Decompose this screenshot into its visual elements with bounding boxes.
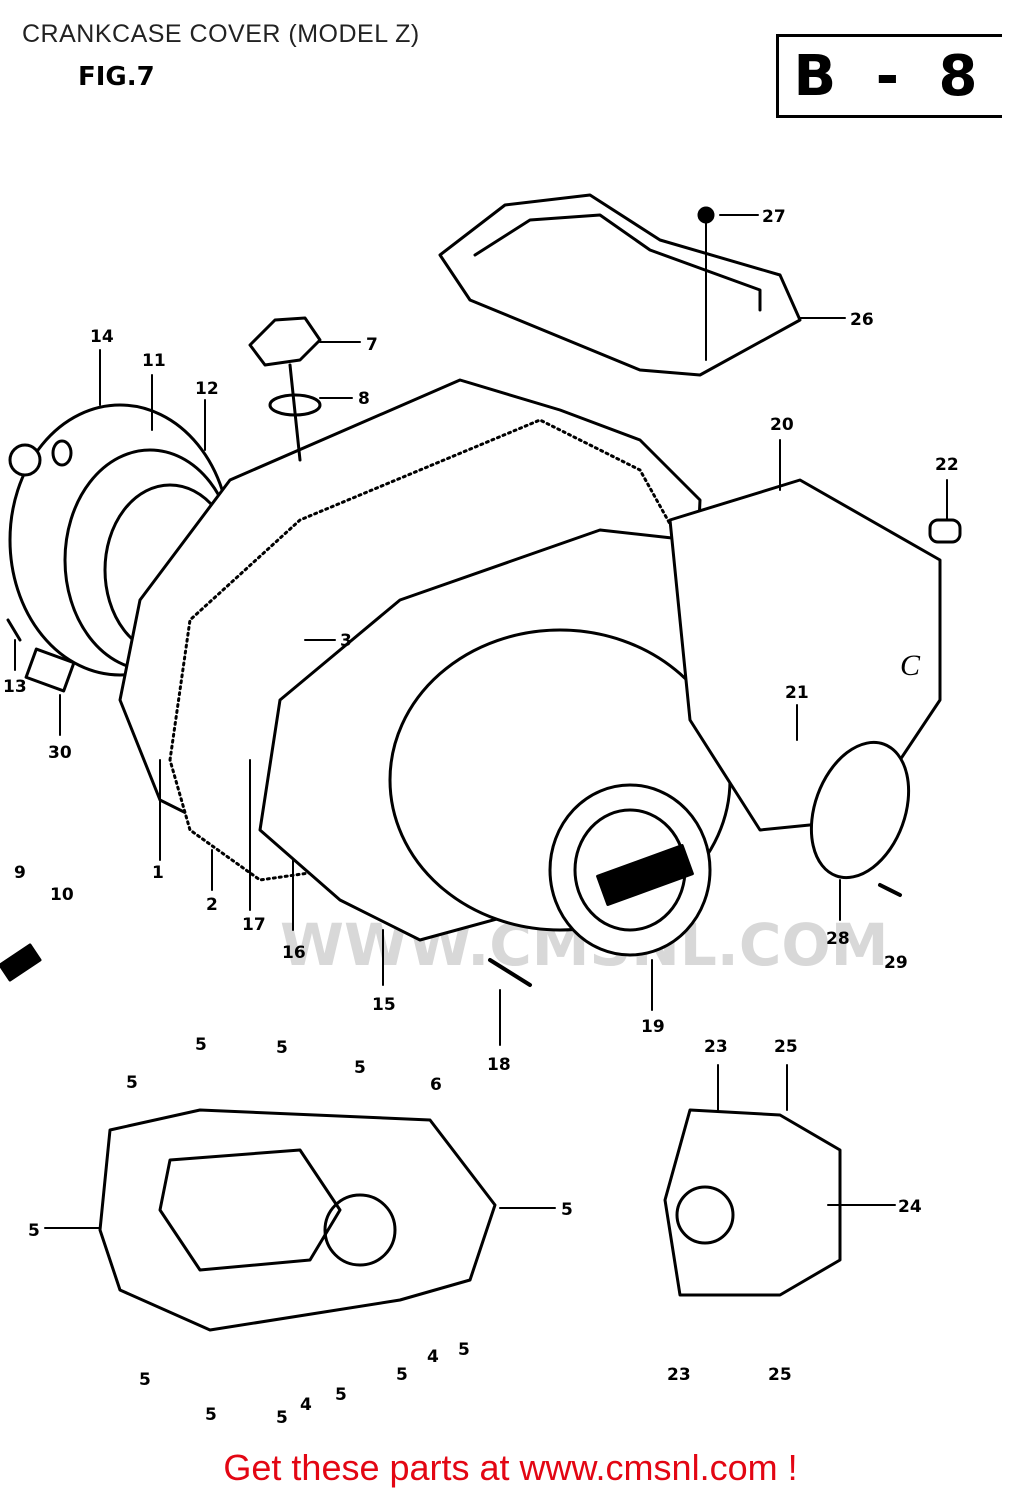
inset-small-cover-hole [675,1185,735,1245]
callout-5-e: 5 [28,1221,40,1241]
callout-1: 1 [152,863,164,883]
callout-12: 12 [195,379,219,399]
cover-mark-c: C [900,649,921,682]
callout-2: 2 [206,895,218,915]
front-direction-arrow [0,943,42,982]
callout-23-a: 23 [704,1037,728,1057]
screw-13 [6,618,22,642]
callout-28: 28 [826,929,850,949]
callout-13: 13 [3,677,27,697]
callout-24: 24 [898,1197,922,1217]
callout-11: 11 [142,351,166,371]
screw-29 [878,883,902,897]
callout-5-l: 5 [458,1340,470,1360]
callout-15: 15 [372,995,396,1015]
section-badge: B - 8 [776,34,1002,118]
callout-26: 26 [850,310,874,330]
footer-cta[interactable]: Get these parts at www.cmsnl.com ! [223,1447,798,1488]
callout-5-c: 5 [354,1058,366,1078]
callout-17: 17 [242,915,266,935]
callout-23-b: 23 [667,1365,691,1385]
callout-25-b: 25 [768,1365,792,1385]
callout-25-a: 25 [774,1037,798,1057]
callout-5-k: 5 [396,1365,408,1385]
callout-9: 9 [14,863,26,883]
callout-22: 22 [935,455,959,475]
page-title: CRANKCASE COVER (MODEL Z) [22,20,420,48]
callout-5-g: 5 [139,1370,151,1390]
o-ring-8 [268,393,322,417]
callout-5-f: 5 [561,1200,573,1220]
callout-5-h: 5 [205,1405,217,1425]
top-cover-plate [438,193,802,377]
callout-7: 7 [366,335,378,355]
fitting-30 [24,647,76,693]
top-cover-ridge [473,213,762,312]
callout-19: 19 [641,1017,665,1037]
callout-29: 29 [884,953,908,973]
callout-5-j: 5 [335,1385,347,1405]
oil-filler-cap [248,316,322,367]
callout-16: 16 [282,943,306,963]
washer-10 [51,439,73,467]
callout-21: 21 [785,683,809,703]
callout-5-i: 5 [276,1408,288,1428]
bolt-27-head [697,206,715,224]
callout-18: 18 [487,1055,511,1075]
filler-dipstick [288,363,302,462]
grommet-22 [928,518,962,544]
callout-4-a: 4 [300,1395,312,1415]
plug-9 [8,443,42,477]
inset-gasket-opening [158,1148,342,1272]
callout-5-b: 5 [276,1038,288,1058]
inset-bearing-opening [323,1193,397,1267]
inset-small-cover [663,1108,842,1297]
callout-5-a: 5 [195,1035,207,1055]
callout-5-d: 5 [126,1073,138,1093]
callout-8: 8 [358,389,370,409]
emblem-badge [596,844,694,906]
callout-10: 10 [50,885,74,905]
callout-3: 3 [340,631,352,651]
callout-27: 27 [762,207,786,227]
callout-4-b: 4 [427,1347,439,1367]
bolt-18 [488,958,532,987]
inspection-cover [809,740,911,880]
inset-gasket [98,1108,497,1332]
figure-label: FIG.7 [78,62,155,92]
callout-20: 20 [770,415,794,435]
callout-14: 14 [90,327,114,347]
callout-6: 6 [430,1075,442,1095]
callout-30: 30 [48,743,72,763]
